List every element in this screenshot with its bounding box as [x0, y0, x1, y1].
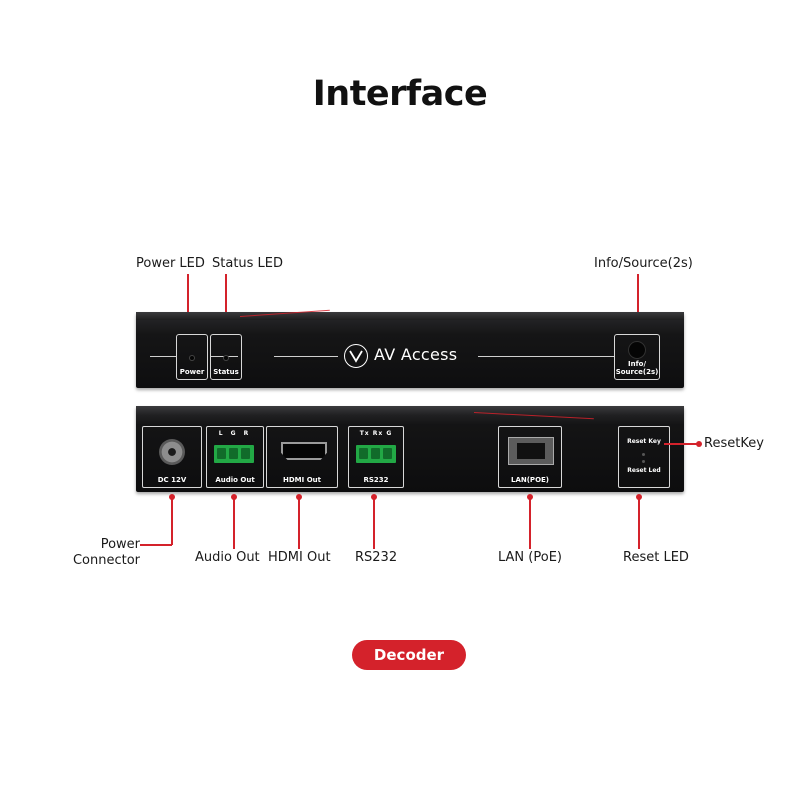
rs232-screw-rx: [371, 448, 380, 459]
front-divider-center-left: [274, 356, 338, 357]
audio-out-callout: Audio Out: [195, 550, 260, 565]
rs232-callout: RS232: [355, 550, 398, 565]
hdmi-out-callout: HDMI Out: [268, 550, 331, 565]
status-led: [224, 356, 228, 360]
reset-led-leader: [638, 497, 640, 549]
dc-power-jack[interactable]: [159, 439, 185, 465]
info-source-callout: Info/Source(2s): [594, 256, 693, 271]
hdmi-out-leader: [298, 497, 300, 549]
lan-port-frame: LAN(POE): [498, 426, 562, 488]
front-panel-top-edge: [136, 312, 684, 320]
power-connector-leader: [171, 497, 173, 545]
audio-port-frame: L G R Audio Out: [206, 426, 264, 488]
front-panel: Power Status AV Access Info/ Source(2s): [136, 309, 684, 388]
audio-screw-l: [217, 448, 226, 459]
reset-key-label: Reset Key: [627, 438, 661, 445]
audio-out-label: Audio Out: [215, 476, 255, 484]
power-led-callout: Power LED: [136, 256, 205, 271]
rs232-terminal[interactable]: [356, 445, 396, 463]
power-led: [190, 356, 194, 360]
front-divider-center-right: [478, 356, 614, 357]
lan-label: LAN(POE): [511, 476, 549, 484]
front-divider-left: [150, 356, 176, 357]
hdmi-port[interactable]: [281, 442, 327, 460]
reset-led-label: Reset Led: [627, 467, 661, 474]
lan-rj45-port[interactable]: [508, 437, 554, 465]
dc-port-frame: DC 12V: [142, 426, 202, 488]
power-connector-callout: Power Connector: [72, 537, 140, 568]
lan-poe-callout: LAN (PoE): [498, 550, 562, 565]
hdmi-port-frame: HDMI Out: [266, 426, 338, 488]
info-source-button[interactable]: [628, 341, 646, 359]
reset-led: [642, 460, 645, 463]
rs232-label: RS232: [363, 476, 389, 484]
reset-frame: Reset Key Reset Led: [618, 426, 670, 488]
reset-key-button[interactable]: [642, 453, 645, 456]
rs232-screw-tx: [359, 448, 368, 459]
page-title: Interface: [312, 74, 488, 114]
status-led-box: Status: [210, 334, 242, 380]
lan-poe-leader: [529, 497, 531, 549]
info-source-label: Info/ Source(2s): [615, 360, 659, 376]
av-logo-icon: [344, 344, 368, 368]
rs232-pin-labels: Tx Rx G: [359, 430, 393, 437]
audio-pin-labels: L G R: [218, 430, 252, 437]
decoder-badge: Decoder: [352, 640, 466, 670]
reset-key-dot: [696, 441, 702, 447]
reset-led-callout: Reset LED: [623, 550, 689, 565]
rear-panel-top-edge: [136, 406, 684, 416]
audio-screw-g: [229, 448, 238, 459]
rs232-port-frame: Tx Rx G RS232: [348, 426, 404, 488]
power-label: Power: [179, 368, 205, 376]
dc-label: DC 12V: [157, 476, 187, 484]
reset-key-leader: [664, 443, 700, 445]
rs232-screw-g: [383, 448, 392, 459]
brand-logo: AV Access: [344, 344, 474, 370]
rs232-leader: [373, 497, 375, 549]
audio-terminal[interactable]: [214, 445, 254, 463]
brand-name: AV Access: [374, 345, 458, 364]
audio-screw-r: [241, 448, 250, 459]
power-connector-leader-h: [140, 544, 172, 546]
power-led-box: Power: [176, 334, 208, 380]
lan-rj45-socket: [517, 443, 545, 459]
hdmi-out-label: HDMI Out: [283, 476, 321, 484]
reset-key-callout: ResetKey: [704, 436, 764, 451]
info-source-box: Info/ Source(2s): [614, 334, 660, 380]
rear-panel: DC 12V L G R Audio Out HDMI Out Tx Rx G …: [136, 406, 684, 492]
status-label: Status: [213, 368, 239, 376]
status-led-callout: Status LED: [212, 256, 284, 271]
audio-out-leader: [233, 497, 235, 549]
